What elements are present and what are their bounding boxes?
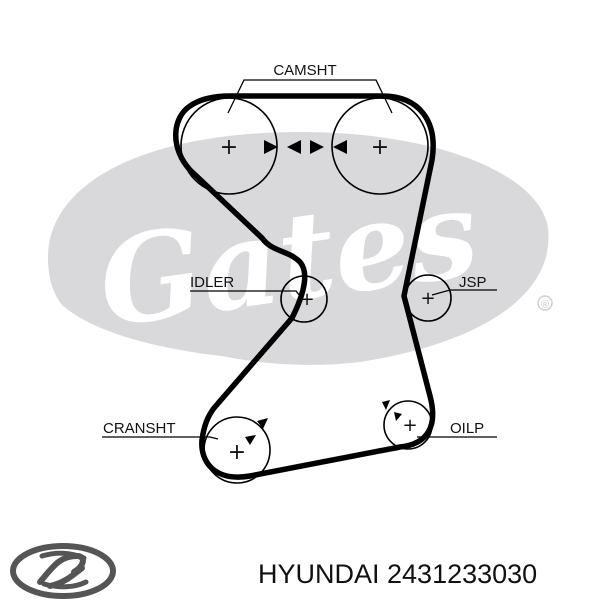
label-oil-pump: OILP [450,420,484,437]
plus-idler: + [299,289,314,310]
cransht-leader [102,436,219,440]
timing-mark-icon [382,400,390,410]
plus-jsp: + [420,288,435,309]
label-jsp: JSP [459,274,487,291]
timing-mark-icon [394,412,402,421]
label-crankshaft: CRANSHT [103,420,176,437]
timing-mark-icon [245,435,256,445]
gates-watermark: Gates ® [48,132,553,365]
oil-pump-timing-marks [382,400,402,421]
leader-lines [102,79,497,440]
timing-mark-icon [257,418,268,429]
idler-leader [190,290,301,297]
crankshaft-timing-marks [245,418,268,445]
camsht-leader [227,79,393,114]
part-caption: HYUNDAI 2431233030 [258,559,537,589]
registered-mark: ® [541,299,549,311]
label-camshaft: CAMSHT [273,62,336,79]
label-idler: IDLER [190,274,234,291]
timing-mark-icon [310,140,324,154]
jsp-leader [431,289,497,296]
camshaft-timing-marks [264,140,347,154]
plus-crankshaft: + [228,440,246,465]
plus-camshaft-right: + [371,135,389,160]
registered-mark-circle [537,295,553,311]
plus-oil-pump: + [402,415,417,436]
timing-mark-icon [264,140,278,154]
timing-belt [173,93,436,480]
hyundai-logo-icon [10,543,116,599]
timing-mark-icon [287,140,301,154]
timing-mark-icon [333,140,347,154]
plus-camshaft-left: + [220,135,238,160]
